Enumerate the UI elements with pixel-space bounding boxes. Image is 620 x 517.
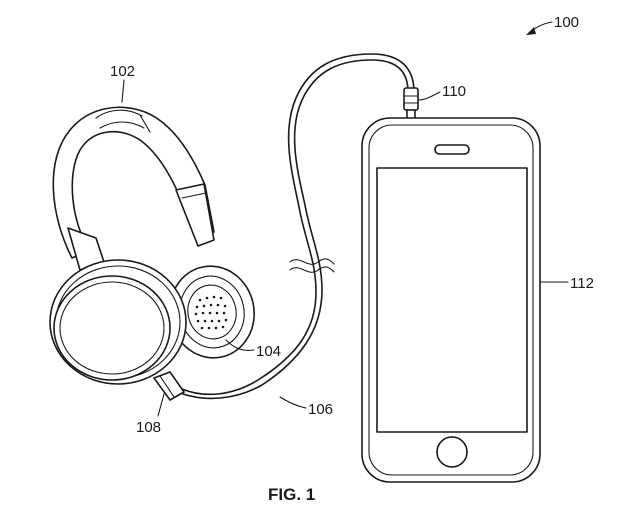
headband — [52, 106, 215, 259]
ref-label-110: 110 — [442, 83, 466, 100]
figure-caption: FIG. 1 — [268, 485, 315, 504]
cable-break-mark-a — [289, 258, 335, 265]
earcup-face — [53, 275, 171, 381]
ref-label-106: 106 — [308, 401, 333, 418]
ref-label-108: 108 — [136, 419, 161, 436]
ref-label-112: 112 — [570, 275, 594, 292]
speaker-grille-dots — [194, 295, 228, 330]
leader-104 — [225, 339, 255, 351]
headphones-102 — [49, 106, 255, 401]
cable-break-mark-b — [289, 266, 335, 273]
phone-home-button — [436, 436, 468, 468]
leader-110 — [417, 91, 441, 101]
ref-label-100: 100 — [554, 14, 579, 31]
right-slider-detail — [181, 192, 207, 199]
headband-pad-line-1 — [95, 109, 143, 119]
connector-108 — [153, 371, 185, 401]
leader-lines — [121, 79, 569, 417]
phone-screen — [376, 167, 528, 433]
phone-speaker-slot — [434, 144, 470, 155]
leader-108 — [157, 393, 165, 417]
headband-pad-line-2 — [99, 121, 145, 129]
cable-106 — [179, 53, 415, 400]
ref-label-104: 104 — [256, 343, 281, 360]
ref-label-102: 102 — [110, 63, 135, 80]
headband-pad-end — [139, 114, 151, 133]
leader-106 — [279, 396, 307, 409]
ref-100-arrowhead — [526, 27, 536, 35]
smartphone-112 — [361, 117, 541, 483]
ref-100-group: 100 — [526, 14, 579, 35]
leader-102 — [121, 79, 125, 103]
phone-body-inner-edge — [368, 124, 534, 476]
right-slider — [175, 183, 215, 247]
outer-earcup — [49, 259, 187, 385]
jack-plug-110 — [403, 87, 419, 121]
